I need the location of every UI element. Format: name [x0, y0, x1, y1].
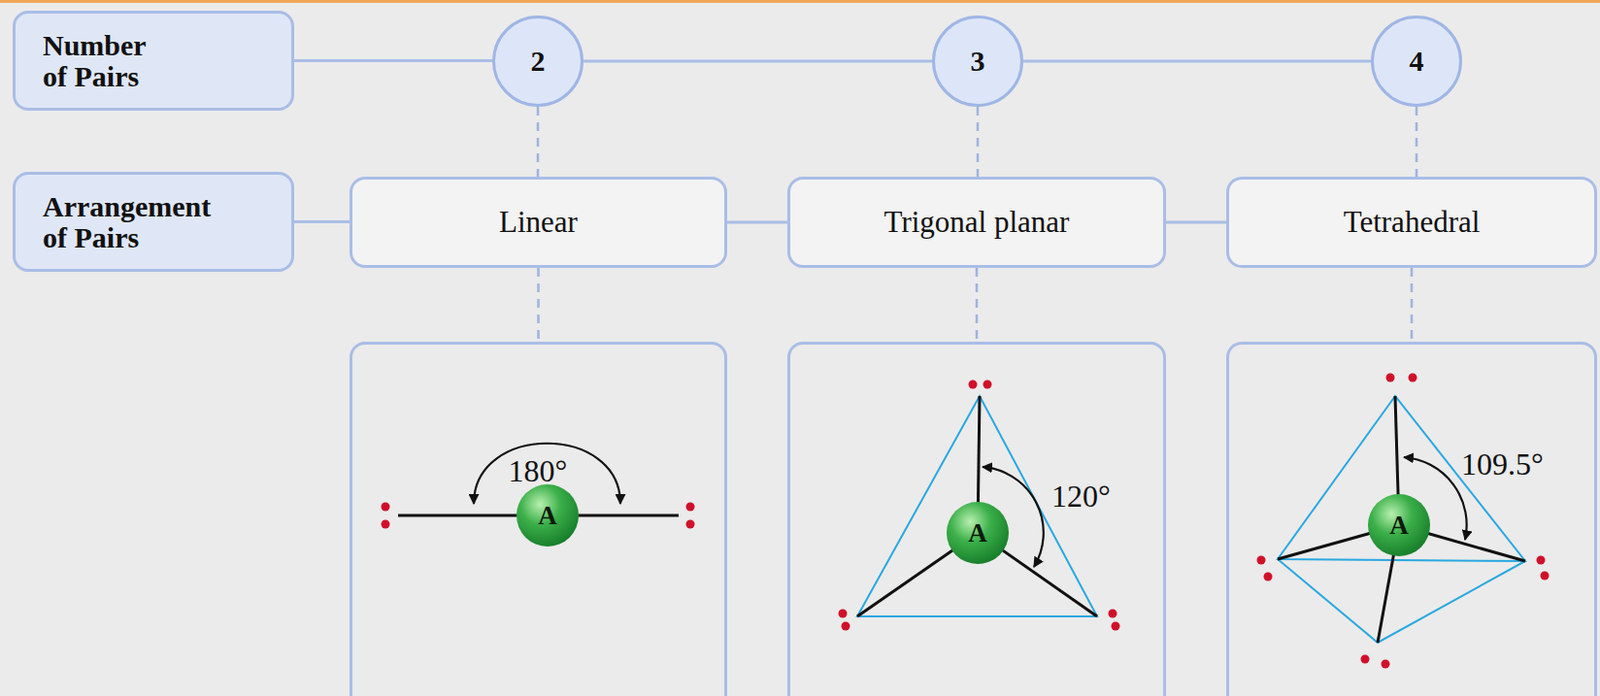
- dashed-connector: [975, 267, 979, 342]
- header-box-text: Number of Pairs: [42, 30, 169, 92]
- connector-line: [583, 60, 933, 64]
- header-box-text: Arrangement of Pairs: [42, 191, 233, 253]
- arrangement-box-text: Linear: [499, 204, 578, 240]
- geometry-panel: 109.5° A: [1226, 341, 1598, 696]
- pair-count-circle-text: 4: [1409, 44, 1425, 78]
- atom-label: A: [1389, 510, 1409, 541]
- connector-line: [294, 220, 350, 224]
- geometry-panel: 180° A: [349, 341, 728, 696]
- central-atom: A: [516, 484, 579, 547]
- connector-line: [1023, 60, 1371, 64]
- dashed-connector: [1410, 267, 1414, 342]
- bond-angle-label: 109.5°: [1461, 448, 1544, 480]
- pair-count-circle: 3: [932, 15, 1024, 107]
- arrangement-box-text: Trigonal planar: [884, 204, 1070, 240]
- arrangement-box: Linear: [349, 176, 728, 268]
- dashed-connector: [536, 106, 540, 177]
- bond-angle-label: 180°: [508, 455, 568, 487]
- dashed-connector: [976, 106, 980, 177]
- header-box: Number of Pairs: [12, 10, 295, 111]
- arrangement-box: Tetrahedral: [1226, 176, 1598, 268]
- arrangement-box-text: Tetrahedral: [1343, 204, 1481, 240]
- central-atom: A: [946, 501, 1009, 565]
- dashed-connector: [536, 267, 540, 342]
- pair-count-circle: 2: [492, 15, 584, 107]
- geometry-panel: 120° A: [787, 341, 1167, 696]
- pair-count-circle-text: 2: [531, 44, 546, 78]
- central-atom: A: [1367, 494, 1431, 557]
- arrangement-box: Trigonal planar: [787, 176, 1167, 268]
- header-box: Arrangement of Pairs: [12, 171, 295, 272]
- atom-label: A: [967, 518, 988, 549]
- top-rule: [0, 0, 1600, 3]
- trigonal-geometry: [838, 380, 1121, 632]
- connector-line: [294, 59, 493, 63]
- atom-label: A: [537, 500, 558, 532]
- pair-count-circle: 4: [1370, 15, 1463, 107]
- pair-count-circle-text: 3: [970, 44, 986, 78]
- connector-line: [727, 221, 788, 225]
- bond-angle-label: 120°: [1051, 480, 1111, 512]
- dashed-connector: [1415, 106, 1419, 177]
- connector-line: [1166, 221, 1227, 225]
- tetrahedral-geometry: [1257, 373, 1550, 669]
